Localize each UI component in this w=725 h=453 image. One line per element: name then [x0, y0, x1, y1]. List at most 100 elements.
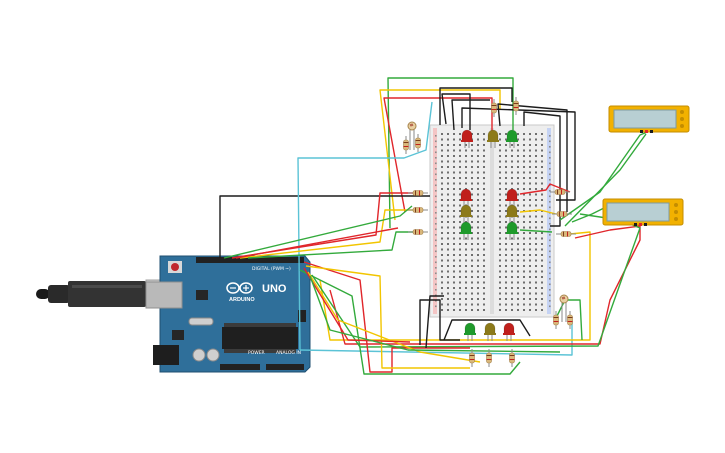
breadboard-hole	[541, 254, 543, 256]
breadboard-hole	[541, 138, 543, 141]
resistor[interactable]	[486, 349, 492, 367]
breadboard-hole	[465, 237, 467, 240]
wire-green[interactable]	[309, 275, 561, 353]
resistor[interactable]	[567, 311, 573, 329]
led-yellow[interactable]	[484, 322, 496, 341]
wire-green[interactable]	[554, 299, 583, 341]
breadboard-hole	[447, 133, 449, 135]
breadboard-hole	[477, 232, 479, 234]
wire-red[interactable]	[303, 261, 470, 373]
lcd-display-bottom[interactable]	[602, 198, 684, 226]
led-yellow[interactable]	[487, 129, 499, 148]
wire-black[interactable]	[439, 87, 513, 125]
led-green[interactable]	[506, 221, 518, 240]
wire-red[interactable]	[519, 183, 571, 195]
wire-black[interactable]	[443, 319, 531, 341]
breadboard-hole	[541, 144, 543, 146]
digital-pin-header[interactable]	[196, 257, 304, 263]
breadboard[interactable]	[429, 124, 555, 318]
resistor[interactable]	[550, 189, 570, 195]
resistor[interactable]	[415, 134, 421, 152]
wire-black[interactable]	[451, 99, 490, 131]
wire-black[interactable]	[441, 93, 471, 130]
breadboard-hole	[511, 276, 513, 278]
resistor[interactable]	[509, 349, 515, 367]
wire-black[interactable]	[461, 107, 576, 201]
resistor[interactable]	[553, 311, 559, 329]
wire-green[interactable]	[223, 205, 413, 259]
breadboard-hole	[511, 144, 513, 146]
wire-yellow[interactable]	[305, 265, 470, 369]
breadboard-hole	[465, 292, 467, 295]
wire-black[interactable]	[497, 103, 568, 212]
wire-green[interactable]	[387, 77, 514, 229]
analog-pin-header[interactable]	[266, 364, 304, 370]
breadboard-hole	[459, 204, 461, 207]
power-pin-header[interactable]	[220, 364, 260, 370]
wire-green[interactable]	[564, 133, 647, 227]
breadboard-hole	[471, 177, 473, 179]
led-green[interactable]	[464, 322, 476, 341]
resistor[interactable]	[469, 349, 475, 367]
breadboard-hole	[535, 188, 537, 190]
breadboard-hole	[465, 160, 467, 163]
breadboard-hole	[523, 199, 525, 201]
wire-yellow[interactable]	[307, 271, 481, 363]
breadboard-hole	[517, 276, 519, 278]
wire-black-gnd[interactable]	[219, 195, 430, 258]
led-yellow[interactable]	[506, 204, 518, 223]
photoresistor-bottom[interactable]	[559, 294, 569, 322]
lcd-display-top[interactable]	[608, 105, 690, 133]
arduino-uno-board[interactable]: UNO ARDUINO DIGITAL (PWM ~) POWER ANALOG…	[145, 255, 311, 373]
wire-cyan[interactable]	[297, 101, 433, 351]
breadboard-hole	[535, 281, 537, 284]
resistor[interactable]	[408, 207, 428, 213]
wire-green[interactable]	[571, 207, 605, 223]
breadboard-hole	[471, 287, 473, 289]
breadboard-hole	[453, 138, 455, 141]
wire-green[interactable]	[247, 231, 416, 259]
wire-black[interactable]	[523, 111, 561, 227]
breadboard-hole	[483, 237, 485, 240]
wire-cyan[interactable]	[299, 320, 573, 356]
wire-green[interactable]	[519, 229, 553, 233]
wire-red[interactable]	[235, 227, 399, 259]
led-red[interactable]	[460, 188, 472, 207]
resistor[interactable]	[552, 211, 572, 217]
wire-yellow[interactable]	[519, 209, 557, 215]
wire-black[interactable]	[425, 295, 444, 349]
photoresistor-top[interactable]	[407, 121, 417, 150]
led-green[interactable]	[460, 221, 472, 240]
resistor[interactable]	[408, 190, 428, 196]
resistor[interactable]	[403, 136, 409, 154]
breadboard-hole	[523, 160, 525, 163]
led-green[interactable]	[506, 129, 518, 148]
breadboard-hole	[465, 177, 467, 179]
wire-green[interactable]	[299, 269, 521, 375]
wire-red[interactable]	[231, 192, 416, 259]
breadboard-hole	[511, 303, 513, 306]
led-yellow[interactable]	[460, 204, 472, 223]
breadboard-hole	[459, 221, 461, 223]
breadboard-hole	[441, 133, 443, 135]
rail-hole	[549, 135, 551, 137]
wire-red[interactable]	[303, 267, 411, 343]
breadboard-hole	[441, 204, 443, 207]
resistor[interactable]	[491, 99, 497, 117]
board-brand-label: ARDUINO	[229, 297, 255, 303]
breadboard-hole	[499, 232, 501, 234]
resistor[interactable]	[513, 97, 519, 115]
rail-hole	[549, 305, 551, 308]
breadboard-hole	[459, 226, 461, 229]
resistor[interactable]	[408, 229, 428, 235]
wire-yellow[interactable]	[239, 209, 416, 259]
breadboard-hole	[477, 221, 479, 223]
wire-black[interactable]	[419, 299, 460, 345]
led-red[interactable]	[503, 322, 515, 341]
wire-red[interactable]	[383, 97, 493, 213]
breadboard-hole	[517, 133, 519, 135]
breadboard-hole	[447, 177, 449, 179]
rail-hole	[435, 173, 437, 176]
resistor[interactable]	[556, 231, 576, 237]
led-red[interactable]	[461, 129, 473, 148]
